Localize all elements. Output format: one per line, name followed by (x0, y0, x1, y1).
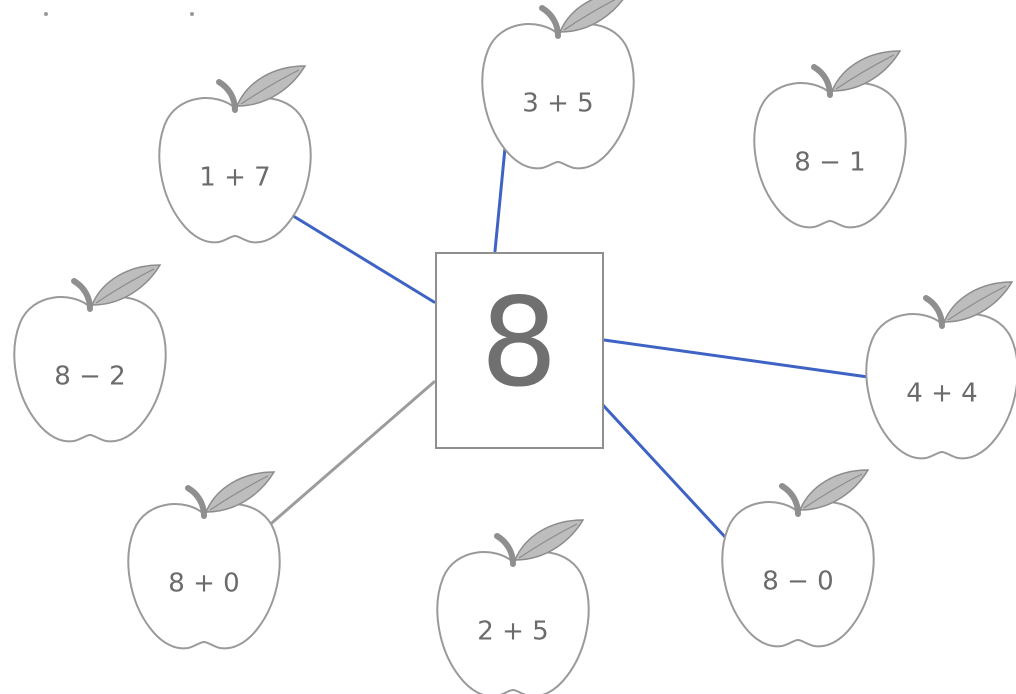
center-number: 8 (480, 272, 558, 414)
apple-1-plus-7[interactable]: 1 + 7 (159, 66, 310, 242)
apple-icon (128, 472, 279, 648)
center-number-box: 8 (435, 252, 604, 449)
apple-expression-label: 4 + 4 (906, 379, 977, 409)
stray-dot (44, 12, 48, 16)
apple-8-minus-1[interactable]: 8 − 1 (754, 51, 905, 227)
apple-expression-label: 8 − 0 (762, 567, 833, 597)
apple-icon (722, 470, 873, 646)
apple-3-plus-5[interactable]: 3 + 5 (482, 0, 633, 168)
connection-line-apple-8-plus-0 (264, 380, 436, 530)
apple-icon (754, 51, 905, 227)
apple-expression-label: 8 − 2 (54, 362, 125, 392)
connection-lines (264, 146, 870, 540)
apple-8-minus-0[interactable]: 8 − 0 (722, 470, 873, 646)
connection-line-apple-8-minus-0 (600, 402, 728, 540)
connection-line-apple-4-plus-4 (602, 338, 870, 379)
connection-line-apple-3-plus-5 (493, 146, 507, 253)
apple-expression-label: 3 + 5 (522, 89, 593, 119)
apple-icon (866, 282, 1016, 458)
apple-expression-label: 1 + 7 (199, 163, 270, 193)
apple-expression-label: 8 + 0 (168, 569, 239, 599)
apple-icon (482, 0, 633, 168)
apple-expression-label: 8 − 1 (794, 148, 865, 178)
apple-icon (437, 520, 588, 694)
apple-group: 1 + 7 3 + 5 8 − 1 8 − 2 4 + 4 8 + 0 2 + 5 8 − 0 (14, 0, 1016, 694)
apple-4-plus-4[interactable]: 4 + 4 (866, 282, 1016, 458)
apple-expression-label: 2 + 5 (477, 617, 548, 647)
apple-icon (159, 66, 310, 242)
stray-dot (190, 12, 194, 16)
apple-icon (14, 265, 165, 441)
apple-8-minus-2[interactable]: 8 − 2 (14, 265, 165, 441)
connection-line-apple-1-plus-7 (288, 212, 436, 304)
apple-8-plus-0[interactable]: 8 + 0 (128, 472, 279, 648)
apple-2-plus-5[interactable]: 2 + 5 (437, 520, 588, 694)
